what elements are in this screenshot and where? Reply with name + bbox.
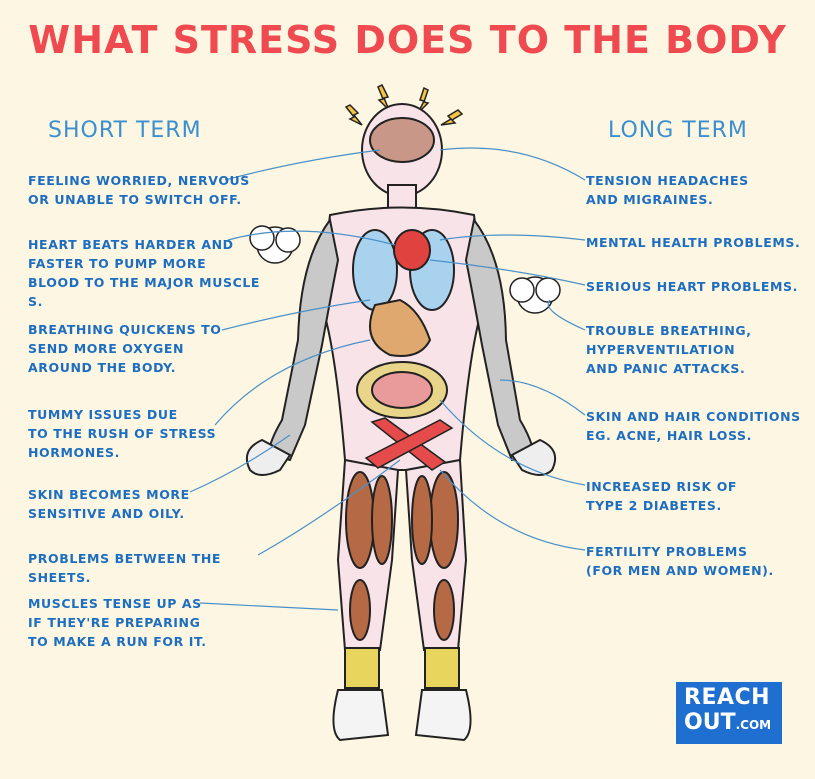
short-term-item-3: BREATHING QUICKENS TO SEND MORE OXYGEN A… [28, 322, 222, 375]
stress-bolt-icons [344, 83, 464, 126]
short-term-item-7: MUSCLES TENSE UP AS IF THEY'RE PREPARING… [28, 596, 207, 649]
reachout-logo[interactable]: REACH OUT.COM [676, 682, 782, 744]
long-term-item-1: TENSION HEADACHES AND MIGRAINES. [586, 173, 749, 207]
long-term-item-4: TROUBLE BREATHING, HYPERVENTILATION AND … [586, 323, 752, 376]
logo-suffix: .COM [735, 718, 772, 732]
short-term-item-5: SKIN BECOMES MORE SENSITIVE AND OILY. [28, 487, 190, 521]
breath-cloud-icons [249, 225, 561, 314]
body-outline [246, 103, 556, 742]
red-x-mark [364, 417, 454, 471]
short-term-heading: SHORT TERM [48, 118, 202, 143]
connector-lines [189, 147, 586, 611]
long-term-item-7: FERTILITY PROBLEMS (FOR MEN AND WOMEN). [586, 544, 774, 578]
page-title: WHAT STRESS DOES TO THE BODY [28, 18, 787, 62]
short-term-item-4: TUMMY ISSUES DUE TO THE RUSH OF STRESS H… [28, 407, 217, 460]
short-term-item-6: PROBLEMS BETWEEN THE SHEETS. [28, 551, 222, 585]
long-term-item-6: INCREASED RISK OF TYPE 2 DIABETES. [586, 479, 738, 513]
short-term-item-1: FEELING WORRIED, NERVOUS OR UNABLE TO SW… [28, 173, 250, 207]
short-term-item-2: HEART BEATS HARDER AND FASTER TO PUMP MO… [28, 237, 261, 309]
long-term-item-2: MENTAL HEALTH PROBLEMS. [586, 235, 801, 250]
long-term-item-5: SKIN AND HAIR CONDITIONS EG. ACNE, HAIR … [586, 409, 801, 443]
logo-word-out: OUT [684, 710, 736, 735]
logo-line-1: REACH [684, 685, 771, 710]
long-term-heading: LONG TERM [608, 118, 748, 143]
logo-line-2: OUT.COM [684, 710, 774, 738]
long-term-item-3: SERIOUS HEART PROBLEMS. [586, 279, 798, 294]
